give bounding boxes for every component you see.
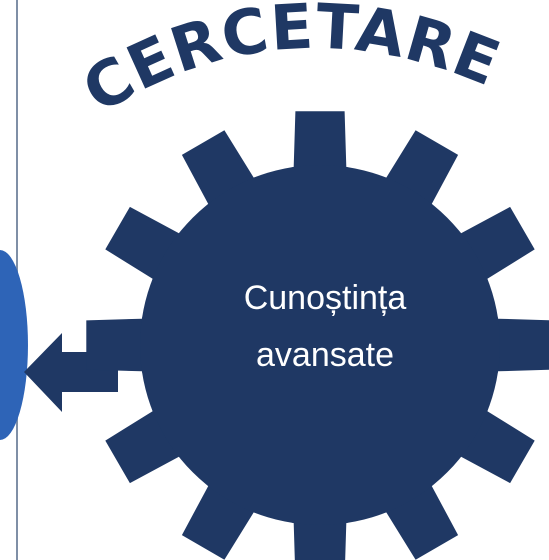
gear-hub [140, 165, 500, 525]
gear-icon [86, 111, 549, 560]
diagram-title: CERCETARE [71, 0, 511, 127]
gear-label-line2: avansate [256, 336, 394, 374]
gear-label-line1: Cunoștința [244, 279, 407, 317]
diagram-title-path: CERCETARE [71, 0, 510, 127]
side-circle [0, 250, 28, 440]
